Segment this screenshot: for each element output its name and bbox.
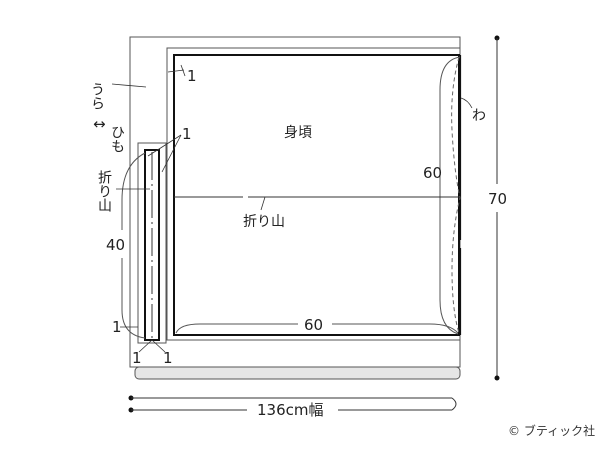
leader-tie-1b — [161, 134, 182, 173]
dim-70-bottom-dot — [494, 375, 500, 381]
copyright-credit: © ブティック社 — [508, 424, 596, 438]
seam-top-label: 1 — [187, 67, 197, 85]
seam-bottom-right-label: 1 — [163, 349, 173, 367]
leader-top-1b — [167, 69, 185, 73]
seam-bottom-left-label: 1 — [132, 349, 142, 367]
tie-seam-outline — [137, 142, 167, 344]
dim-curve-right — [439, 56, 461, 335]
dim-curve-bottom — [175, 323, 459, 334]
fabric-outline — [129, 36, 461, 368]
leader-fold-edge — [460, 97, 473, 109]
body-width-label: 60 — [304, 316, 323, 334]
fold-left-label: 折り山 — [96, 170, 112, 212]
leader-br-1 — [151, 339, 166, 353]
dashed-fold-curve — [451, 56, 461, 334]
width-line-turn — [451, 397, 457, 411]
body-height-label: 60 — [423, 164, 442, 182]
ties-label: ひも — [109, 125, 125, 153]
seam-tie-left-label: 1 — [112, 318, 122, 336]
bodice-label: 身頃 — [284, 125, 312, 141]
fold-leader — [260, 196, 266, 211]
seam-tie-top-label: 1 — [182, 125, 192, 143]
leader-wrong-side — [111, 83, 147, 88]
leader-tie-1a — [147, 134, 182, 157]
tie-length-label: 40 — [106, 236, 125, 254]
fold-center-label: 折り山 — [243, 214, 285, 230]
dim-curve-tie — [121, 152, 146, 339]
fold-edge-label: わ — [472, 108, 486, 124]
wrong-side-label: うら — [89, 82, 105, 110]
grain-arrow-icon: ↕ — [90, 118, 108, 131]
leader-bl-1 — [138, 339, 153, 353]
fabric-width-label: 136cm幅 — [257, 401, 324, 419]
selvage-strip — [134, 366, 461, 380]
overall-length-label: 70 — [488, 190, 507, 208]
